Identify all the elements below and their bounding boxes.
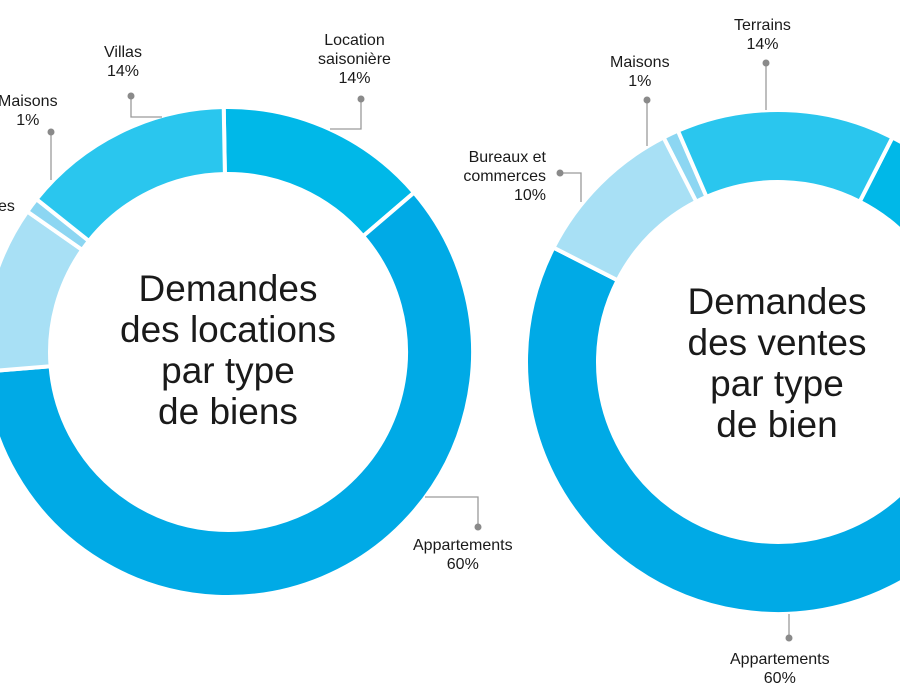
label-name-2: commerces [463,168,546,185]
label-name: Terrains [734,17,791,34]
donut-slice-villas [33,105,227,244]
title-left: Demandes des locations par type de biens [78,268,378,432]
label-name: Bureaux et [468,149,546,166]
label-value: 14% [338,70,371,87]
leader-dot [785,634,793,642]
leader-line [330,99,362,130]
label-name: es [0,198,15,215]
donut-slice-appartements [0,189,475,599]
label-terrains: Terrains 14% [734,16,791,54]
leader-dot [474,523,482,531]
leader-line [130,96,162,118]
title-line: Demandes [687,281,867,322]
label-value: 60% [763,670,796,687]
leader-dot [762,59,770,67]
donut-slice-terrains [675,108,896,205]
leader-dot [127,92,135,100]
label-name: Villas [104,44,142,61]
leader-dot [357,95,365,103]
label-bureaux: Bureaux et commerces 10% [440,148,546,205]
label-name: Maisons [0,93,58,110]
title-line: de biens [158,391,298,432]
label-appartements-right: Appartements 60% [730,650,830,688]
title-line: par type [161,350,295,391]
label-name-2: saisonière [318,51,391,68]
label-value: 14% [746,36,779,53]
leader-dot [643,96,651,104]
title-line: Demandes [138,268,318,309]
leader-dot [47,128,55,136]
label-name: Maisons [610,54,670,71]
donut-slice-unlabeled [857,134,900,233]
label-name: Location [324,32,385,49]
leader-line [560,172,582,202]
title-line: des locations [120,309,336,350]
label-appartements-left: Appartements 60% [413,536,513,574]
label-value: 10% [513,187,546,204]
title-line: par type [710,363,844,404]
label-value: 1% [16,112,40,129]
label-value: 60% [446,556,479,573]
title-right: Demandes des ventes par type de bien [627,281,900,445]
label-maisons-left: Maisons 1% [0,92,58,130]
label-partial-es: es [0,197,15,216]
leader-line [425,496,479,527]
donut-slice-appartements [524,244,900,616]
label-name: Appartements [413,537,513,554]
title-line: de bien [716,404,838,445]
label-location-saisoniere: Location saisonière 14% [318,31,391,88]
label-villas: Villas 14% [104,43,142,81]
label-maisons-right: Maisons 1% [610,53,670,91]
label-value: 14% [106,63,139,80]
title-line: des ventes [687,322,867,363]
label-name: Appartements [730,651,830,668]
leader-dot [556,169,564,177]
label-value: 1% [628,73,652,90]
